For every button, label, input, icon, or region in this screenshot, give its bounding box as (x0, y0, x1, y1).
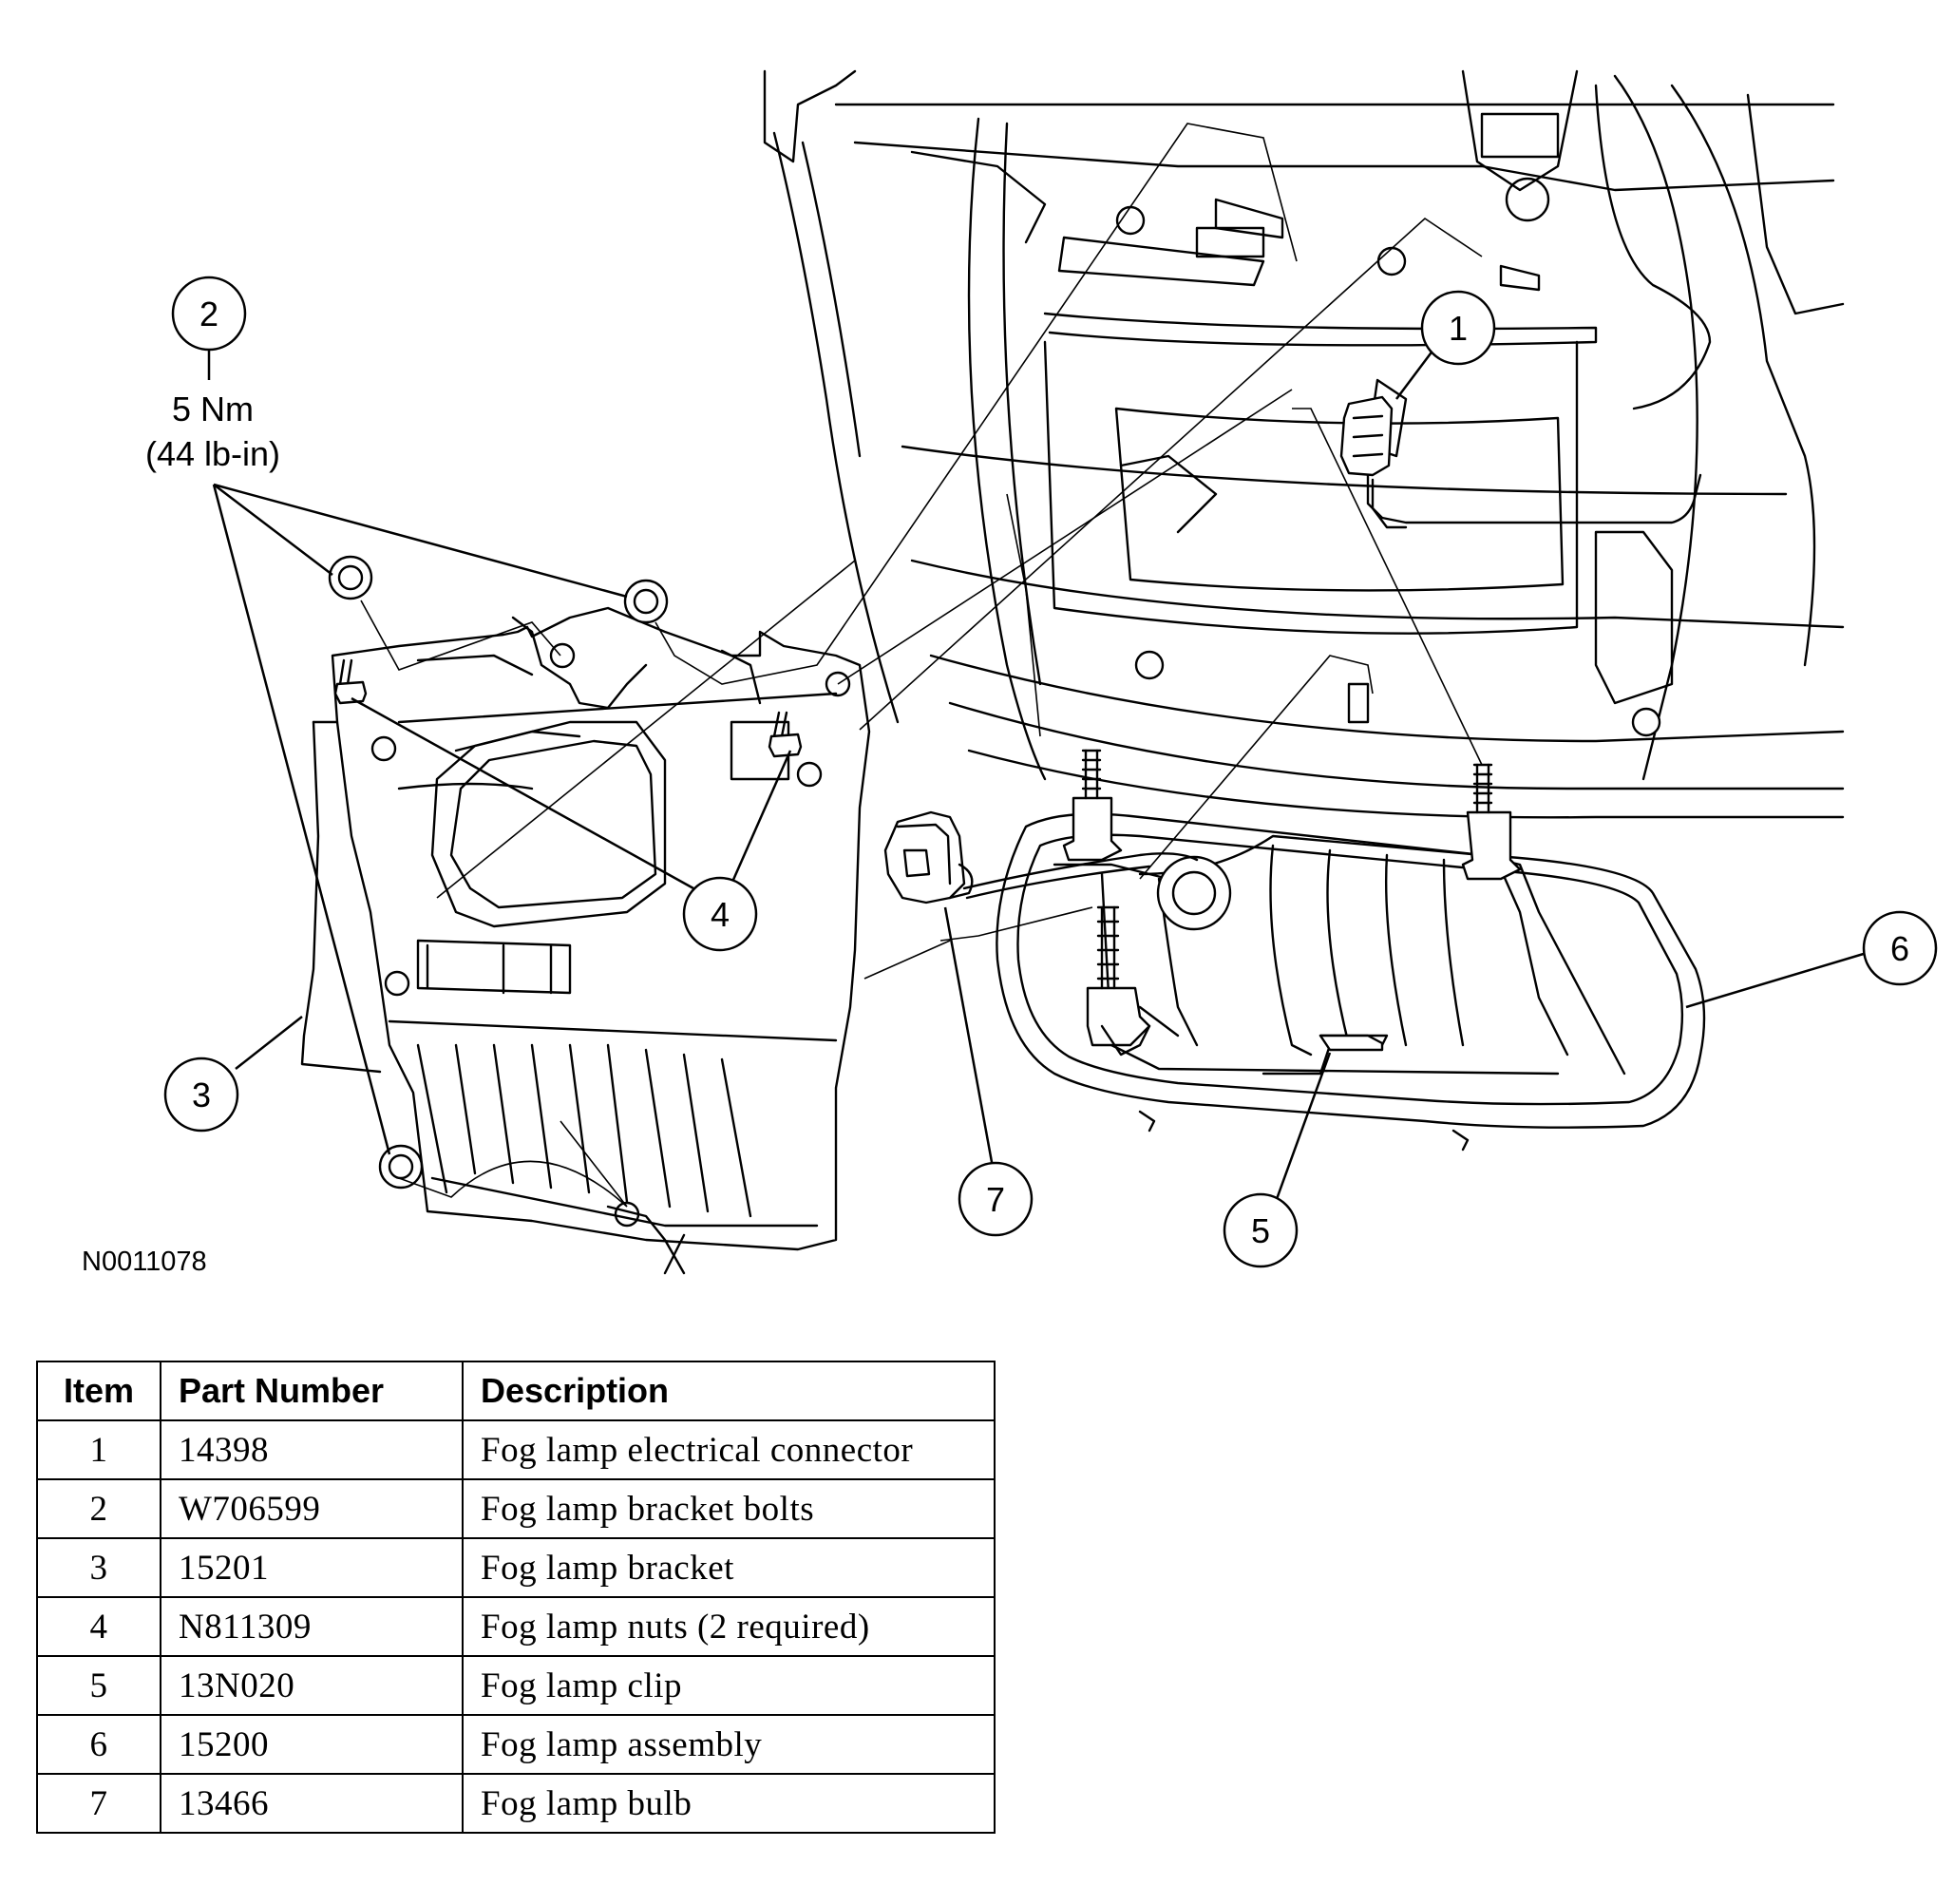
cell-part-number: 13466 (160, 1773, 464, 1834)
callout-3: 3 (163, 1057, 239, 1133)
cell-part-number: 15200 (160, 1714, 464, 1775)
torque-spec-imperial: (44 lb-in) (145, 434, 280, 473)
cell-part-number: 13N020 (160, 1655, 464, 1716)
fog-lamp-bracket-bolts (328, 555, 669, 1190)
cell-part-number: N811309 (160, 1596, 464, 1657)
cell-item: 5 (36, 1655, 161, 1716)
fog-lamp-assembly (996, 749, 1706, 1152)
callout-4: 4 (682, 876, 758, 952)
svg-text:6: 6 (1890, 929, 1909, 968)
table-row: 3 15201 Fog lamp bracket (36, 1537, 996, 1598)
cell-item: 4 (36, 1596, 161, 1657)
svg-text:4: 4 (711, 895, 730, 934)
header-item: Item (36, 1361, 161, 1421)
cell-part-number: 15201 (160, 1537, 464, 1598)
cell-description: Fog lamp nuts (2 required) (462, 1596, 996, 1657)
table-row: 2 W706599 Fog lamp bracket bolts (36, 1478, 996, 1539)
fog-lamp-exploded-diagram: 1 2 3 4 5 6 7 5 Nm (44 lb-in) (145, 69, 1938, 1275)
svg-text:1: 1 (1449, 309, 1468, 348)
callout-5: 5 (1223, 1192, 1299, 1268)
cell-item: 1 (36, 1419, 161, 1480)
header-part-number: Part Number (160, 1361, 464, 1421)
cell-item: 7 (36, 1773, 161, 1834)
svg-text:3: 3 (192, 1076, 211, 1114)
svg-text:7: 7 (986, 1180, 1005, 1219)
fog-lamp-nuts (333, 658, 803, 758)
fog-lamp-bracket (300, 606, 871, 1275)
cell-description: Fog lamp clip (462, 1655, 996, 1716)
cell-description: Fog lamp assembly (462, 1714, 996, 1775)
table-row: 1 14398 Fog lamp electrical connector (36, 1419, 996, 1480)
torque-spec-metric: 5 Nm (172, 390, 254, 428)
cell-description: Fog lamp bracket (462, 1537, 996, 1598)
fog-lamp-bulb (883, 810, 1199, 904)
cell-description: Fog lamp bracket bolts (462, 1478, 996, 1539)
svg-text:2: 2 (199, 295, 218, 333)
table-row: 7 13466 Fog lamp bulb (36, 1773, 996, 1834)
callout-2: 2 (171, 276, 247, 352)
leader-lines (207, 322, 1868, 1210)
fog-lamp-electrical-connector (1339, 395, 1702, 529)
svg-text:5: 5 (1251, 1211, 1270, 1250)
cell-description: Fog lamp bulb (462, 1773, 996, 1834)
table-row: 5 13N020 Fog lamp clip (36, 1655, 996, 1716)
parts-table: Item Part Number Description 1 14398 Fog… (36, 1361, 996, 1834)
cell-item: 6 (36, 1714, 161, 1775)
header-description: Description (462, 1361, 996, 1421)
figure-id: N0011078 (82, 1247, 207, 1277)
table-header-row: Item Part Number Description (36, 1361, 996, 1421)
callout-1: 1 (1420, 290, 1496, 366)
table-row: 6 15200 Fog lamp assembly (36, 1714, 996, 1775)
table-row: 4 N811309 Fog lamp nuts (2 required) (36, 1596, 996, 1657)
exploded-view-lines (360, 123, 1483, 1208)
cell-item: 2 (36, 1478, 161, 1539)
cell-description: Fog lamp electrical connector (462, 1419, 996, 1480)
callout-7: 7 (958, 1161, 1034, 1237)
cell-item: 3 (36, 1537, 161, 1598)
vehicle-front-structure (763, 69, 1845, 819)
callout-6: 6 (1862, 910, 1938, 986)
cell-part-number: 14398 (160, 1419, 464, 1480)
cell-part-number: W706599 (160, 1478, 464, 1539)
fog-lamp-clip (1318, 1034, 1384, 1052)
